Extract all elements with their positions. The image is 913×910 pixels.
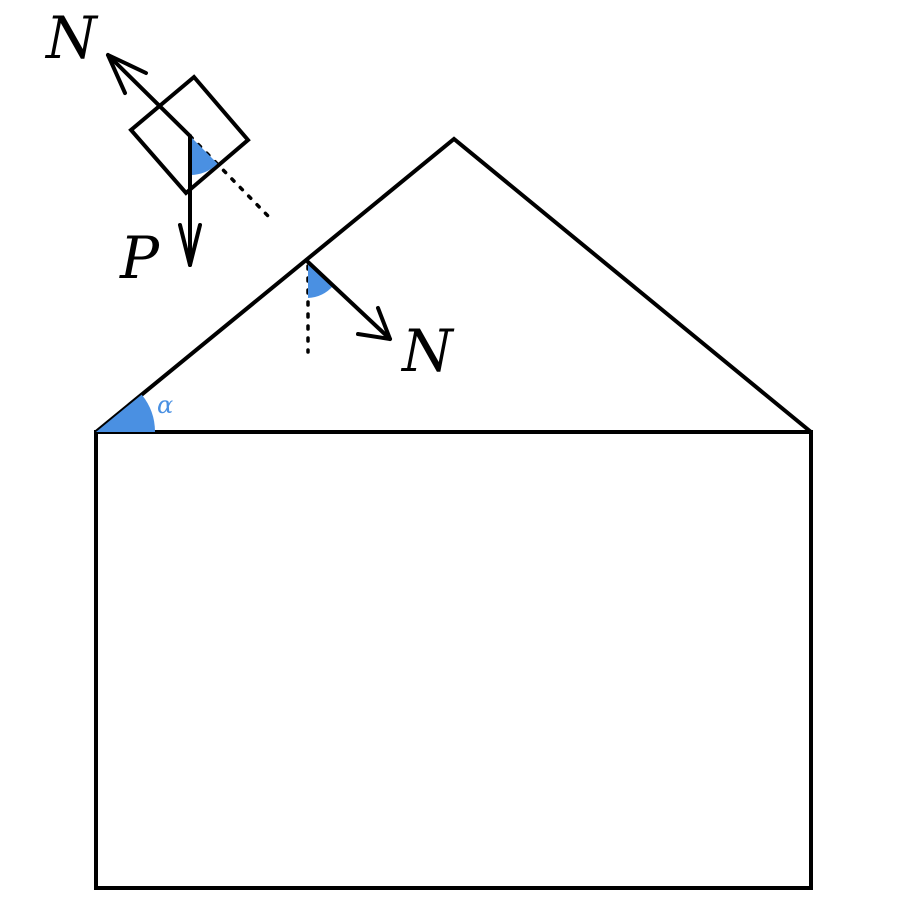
block-normal-force-label: N — [44, 4, 99, 72]
angle-alpha-arc — [96, 394, 156, 432]
block-normal-force-arrow-shaft — [106, 53, 192, 138]
block-normal-force-arrowhead — [106, 53, 148, 95]
roof-outline — [94, 136, 813, 434]
roof-normal-force-label: N — [400, 317, 455, 385]
block-angle-arc — [190, 136, 218, 175]
block-weight-label: P — [119, 224, 160, 292]
block — [128, 74, 251, 196]
block-weight-arrowhead — [178, 223, 202, 267]
block-dotted-line — [188, 134, 272, 220]
roof-normal-angle-arc — [308, 262, 333, 298]
roof-normal-force-arrow-shaft — [306, 260, 392, 341]
house-wall — [94, 430, 813, 890]
angle-alpha-label: α — [157, 391, 173, 419]
roof-normal-force-arrowhead — [356, 306, 392, 341]
